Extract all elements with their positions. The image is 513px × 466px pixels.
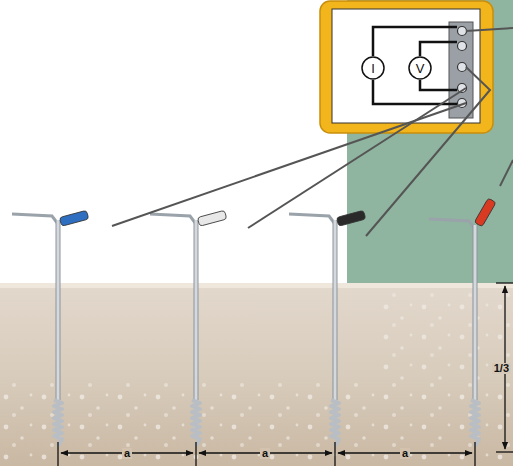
test-leads	[112, 28, 513, 236]
soil	[0, 283, 513, 466]
soil-texture	[380, 290, 513, 380]
dimension-lines	[58, 283, 513, 466]
soil-texture	[0, 380, 513, 466]
spacing-dimension: a	[400, 448, 410, 459]
meter-symbol: V	[408, 56, 432, 80]
ground-probe	[12, 210, 89, 446]
symbol-letter: I	[371, 62, 375, 75]
ground-probe	[150, 210, 227, 446]
spacing-dimension: a	[122, 448, 132, 459]
meter-symbol: I	[361, 56, 385, 80]
meter-wiring	[373, 27, 457, 104]
ground-probe	[429, 198, 496, 446]
depth-dimension: 1/3	[492, 363, 511, 374]
soil-surface	[0, 283, 513, 288]
ground-probe	[289, 210, 366, 446]
spacing-dimension: a	[260, 448, 270, 459]
terminals	[458, 27, 467, 108]
symbol-letter: V	[416, 62, 425, 75]
